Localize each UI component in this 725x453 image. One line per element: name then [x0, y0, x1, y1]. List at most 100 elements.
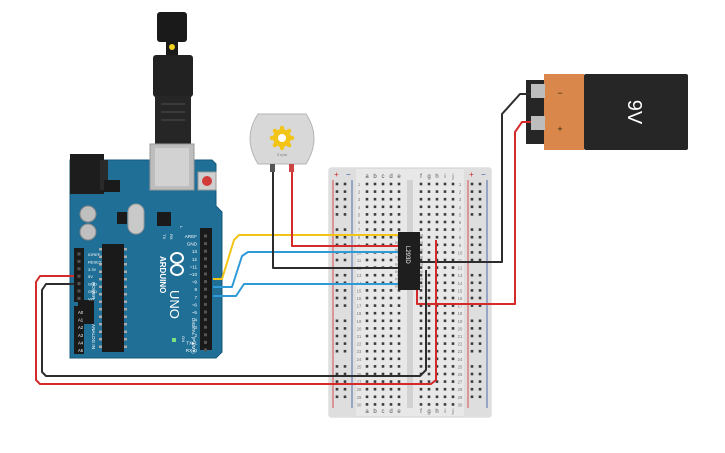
breadboard-hole[interactable]	[451, 349, 455, 353]
breadboard-hole[interactable]	[419, 266, 423, 269]
rail-hole[interactable]	[478, 243, 482, 247]
digital-pin-socket[interactable]	[204, 242, 207, 246]
breadboard-hole[interactable]	[451, 327, 455, 330]
rail-hole[interactable]	[478, 319, 482, 323]
rail-hole[interactable]	[470, 190, 474, 193]
breadboard-hole[interactable]	[427, 334, 431, 338]
breadboard-hole[interactable]	[389, 342, 393, 345]
rail-hole[interactable]	[335, 190, 339, 193]
breadboard-hole[interactable]	[443, 311, 447, 315]
rail-hole[interactable]	[470, 289, 474, 292]
breadboard-hole[interactable]	[435, 205, 439, 209]
breadboard-hole[interactable]	[397, 342, 401, 345]
breadboard-hole[interactable]	[389, 213, 393, 216]
rail-hole[interactable]	[335, 327, 339, 330]
breadboard-hole[interactable]	[389, 395, 393, 399]
breadboard-hole[interactable]	[451, 334, 455, 338]
rail-hole[interactable]	[343, 190, 347, 193]
breadboard-hole[interactable]	[419, 319, 423, 323]
digital-pin-socket[interactable]	[204, 249, 207, 253]
breadboard-hole[interactable]	[427, 319, 431, 323]
rail-hole[interactable]	[478, 349, 482, 353]
breadboard-hole[interactable]	[373, 357, 377, 361]
breadboard-hole[interactable]	[389, 289, 393, 292]
rail-hole[interactable]	[478, 213, 482, 216]
digital-pin-socket[interactable]	[204, 348, 207, 352]
breadboard-hole[interactable]	[419, 243, 423, 247]
breadboard-hole[interactable]	[365, 334, 369, 338]
rail-hole[interactable]	[343, 182, 347, 186]
breadboard-hole[interactable]	[397, 365, 401, 368]
breadboard-hole[interactable]	[381, 213, 385, 216]
reset-button-cap[interactable]	[202, 176, 212, 186]
breadboard-hole[interactable]	[389, 380, 393, 383]
breadboard-hole[interactable]	[397, 190, 401, 193]
rail-hole[interactable]	[335, 205, 339, 209]
rail-hole[interactable]	[343, 304, 347, 307]
breadboard-hole[interactable]	[397, 387, 401, 391]
breadboard-hole[interactable]	[427, 395, 431, 399]
breadboard-hole[interactable]	[389, 235, 393, 239]
power-pin-socket[interactable]	[77, 259, 81, 263]
breadboard-hole[interactable]	[389, 334, 393, 338]
breadboard-hole[interactable]	[443, 213, 447, 216]
breadboard-hole[interactable]	[397, 395, 401, 399]
rail-hole[interactable]	[343, 342, 347, 345]
breadboard-hole[interactable]	[389, 327, 393, 330]
rail-hole[interactable]	[343, 273, 347, 277]
breadboard-hole[interactable]	[451, 251, 455, 254]
breadboard-hole[interactable]	[381, 403, 385, 406]
breadboard-hole[interactable]	[389, 387, 393, 391]
rail-hole[interactable]	[470, 213, 474, 216]
breadboard-hole[interactable]	[373, 197, 377, 201]
breadboard-hole[interactable]	[435, 220, 439, 224]
rail-hole[interactable]	[343, 334, 347, 338]
digital-pin-socket[interactable]	[204, 333, 207, 337]
breadboard-hole[interactable]	[397, 349, 401, 353]
breadboard-hole[interactable]	[381, 327, 385, 330]
rail-hole[interactable]	[335, 349, 339, 353]
digital-pin-socket[interactable]	[204, 234, 207, 238]
breadboard-hole[interactable]	[451, 395, 455, 399]
breadboard-hole[interactable]	[427, 289, 431, 292]
rail-hole[interactable]	[470, 273, 474, 277]
breadboard-hole[interactable]	[373, 220, 377, 224]
breadboard-hole[interactable]	[373, 182, 377, 186]
breadboard-hole[interactable]	[419, 190, 423, 193]
rail-hole[interactable]	[470, 304, 474, 307]
breadboard-hole[interactable]	[443, 205, 447, 209]
breadboard-hole[interactable]	[397, 304, 401, 307]
rail-hole[interactable]	[335, 281, 339, 285]
breadboard-hole[interactable]	[427, 197, 431, 201]
rail-hole[interactable]	[470, 387, 474, 391]
breadboard-hole[interactable]	[443, 228, 447, 231]
wire-blue-upper[interactable]	[213, 251, 398, 288]
rail-hole[interactable]	[343, 258, 347, 262]
breadboard-hole[interactable]	[443, 289, 447, 292]
rail-hole[interactable]	[335, 304, 339, 307]
breadboard-hole[interactable]	[451, 311, 455, 315]
breadboard-hole[interactable]	[451, 365, 455, 368]
breadboard-hole[interactable]	[435, 387, 439, 391]
rail-hole[interactable]	[470, 243, 474, 247]
breadboard-hole[interactable]	[397, 205, 401, 209]
breadboard-hole[interactable]	[365, 273, 369, 277]
breadboard-hole[interactable]	[443, 395, 447, 399]
breadboard-hole[interactable]	[443, 273, 447, 277]
power-pin-socket[interactable]	[77, 252, 81, 256]
breadboard-hole[interactable]	[389, 349, 393, 353]
breadboard-hole[interactable]	[427, 387, 431, 391]
battery-9v[interactable]: − + 9V	[526, 74, 688, 150]
rail-hole[interactable]	[335, 365, 339, 368]
wire-blue-lower[interactable]	[213, 283, 398, 297]
breadboard-hole[interactable]	[381, 182, 385, 186]
breadboard-hole[interactable]	[365, 403, 369, 406]
breadboard-hole[interactable]	[443, 387, 447, 391]
breadboard-hole[interactable]	[365, 213, 369, 216]
wire-battery-red[interactable]	[416, 121, 531, 305]
rail-hole[interactable]	[478, 251, 482, 254]
breadboard-hole[interactable]	[397, 403, 401, 406]
breadboard-hole[interactable]	[373, 258, 377, 262]
breadboard-hole[interactable]	[443, 258, 447, 262]
breadboard-hole[interactable]	[451, 220, 455, 224]
